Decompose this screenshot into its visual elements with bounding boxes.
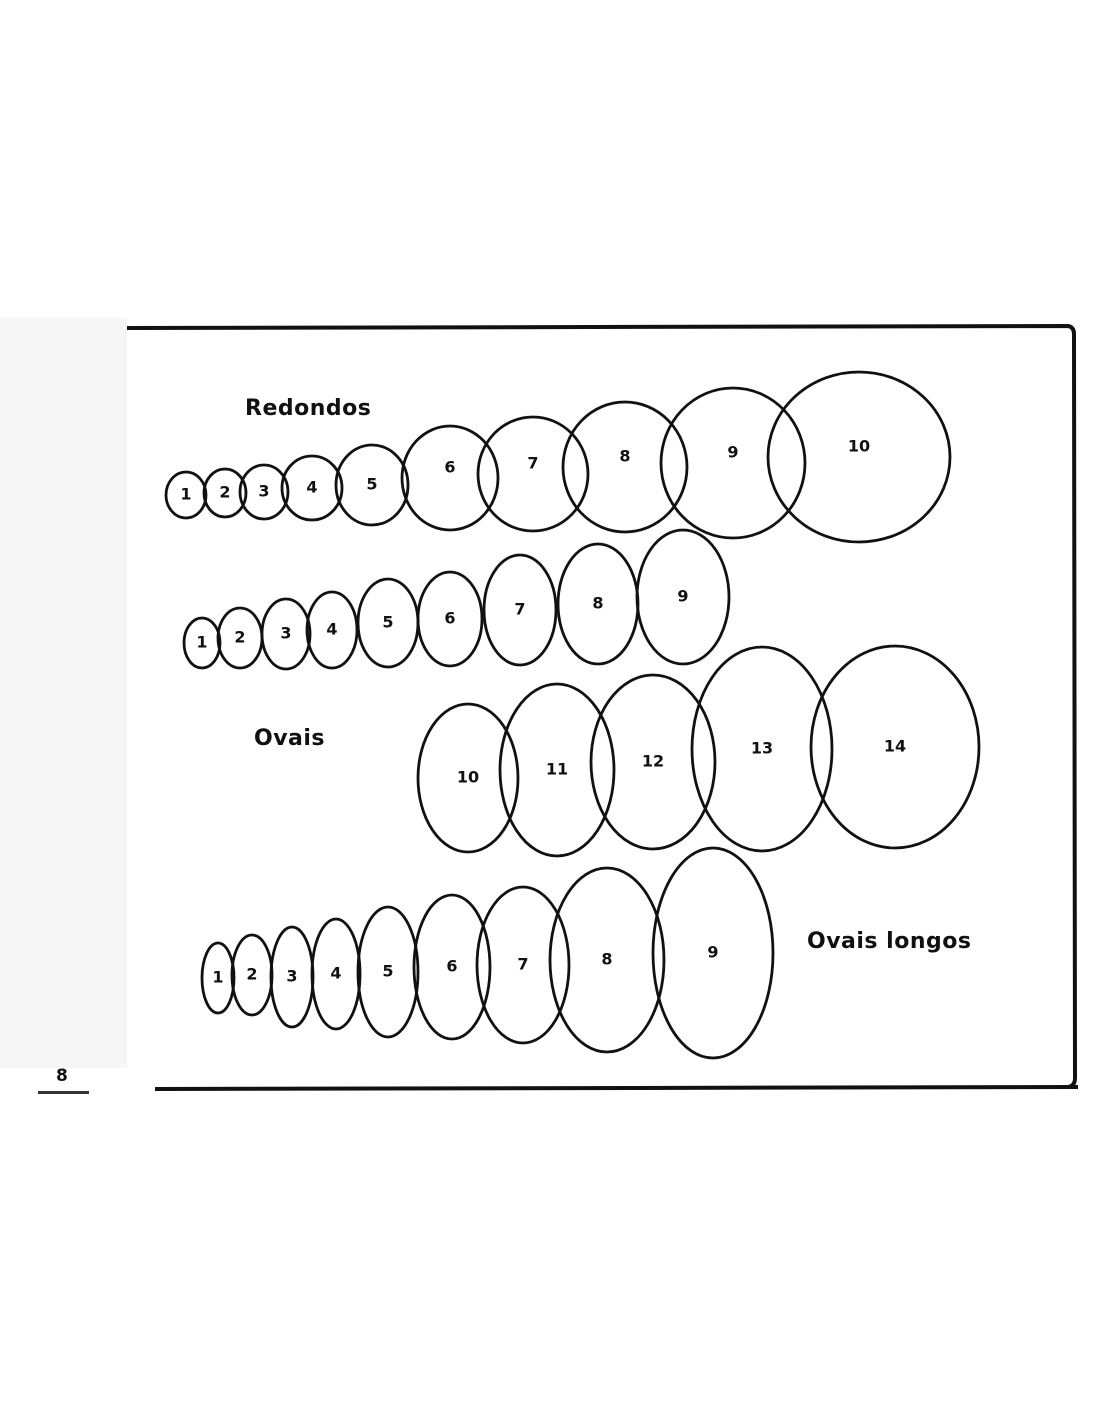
ovais-row-1-size-3-outline [260,597,312,671]
redondos-size-8-label: 8 [619,447,630,466]
ovais-row-1-size-4-label: 4 [326,620,337,639]
ovais-longos-size-2-label: 2 [246,965,257,984]
page-number-underline [38,1091,89,1094]
page-number: 8 [56,1066,68,1086]
ovais-row-1-size-9-label: 9 [677,587,688,606]
ovais-row-1-size-6-outline [416,570,484,668]
ovais-longos-size-5-outline [356,905,420,1039]
group-ovais-row-1: 1 2 3 4 5 6 7 8 9 [182,528,731,671]
ovais-row-1-size-1-outline [182,616,222,670]
ovais-row-2-size-13-outline [690,645,834,853]
group-redondos: 1 2 3 4 5 6 7 8 9 10 [164,370,952,544]
ovais-row-2-size-10-outline [416,702,520,854]
redondos-size-5-outline [334,443,410,527]
redondos-size-8-outline [561,400,689,534]
ovais-row-1-size-3-label: 3 [280,624,291,643]
ovais-row-1-size-5-label: 5 [382,613,393,632]
redondos-size-3-outline [238,463,290,521]
redondos-size-4-label: 4 [306,478,317,497]
ovais-row-2-size-14-outline [809,644,981,850]
ovais-row-1-size-8-label: 8 [592,594,603,613]
ovais-row-1-size-7-outline [482,553,558,667]
ovais-longos-size-4-label: 4 [330,964,341,983]
redondos-size-7-label: 7 [527,454,538,473]
label-ovais-longos: Ovais longos [807,929,971,954]
ovais-longos-size-9-outline [651,846,775,1060]
ovais-row-1-size-1-label: 1 [196,633,207,652]
ovais-row-1-size-7-label: 7 [514,600,525,619]
ovais-longos-size-7-outline [475,885,571,1045]
ovais-longos-size-1-label: 1 [212,968,223,987]
redondos-size-3-label: 3 [258,482,269,501]
redondos-size-4-outline [280,454,344,522]
ovais-longos-size-4-outline [310,917,362,1031]
redondos-size-5-label: 5 [366,475,377,494]
group-ovais-row-2: 10 11 12 13 14 [416,644,981,858]
label-redondos: Redondos [245,396,371,421]
ovais-longos-size-6-outline [412,893,492,1041]
ovais-row-2-size-13-label: 13 [751,739,773,758]
ovais-row-2-size-14-label: 14 [884,737,906,756]
redondos-size-9-outline [659,386,807,540]
redondos-size-2-outline [202,467,248,519]
redondos-size-9-label: 9 [727,443,738,462]
ovais-row-2-size-11-outline [498,682,616,858]
ovais-longos-size-1-outline [200,941,236,1015]
redondos-size-10-label: 10 [848,437,870,456]
group-ovais-longos: 1 2 3 4 5 6 7 8 9 [200,846,775,1060]
ovais-row-2-size-12-outline [589,673,717,851]
frame [126,323,1079,1091]
ovais-longos-size-6-label: 6 [446,957,457,976]
ovais-longos-size-8-outline [548,866,666,1054]
ovais-longos-size-3-label: 3 [286,967,297,986]
ovais-row-2-size-12-label: 12 [642,752,664,771]
ovais-row-1-size-2-label: 2 [234,628,245,647]
redondos-size-7-outline [476,415,590,533]
redondos-size-6-label: 6 [444,458,455,477]
label-ovais: Ovais [254,726,325,751]
ovais-row-2-size-11-label: 11 [546,760,568,779]
scan-margin [0,318,127,1068]
redondos-size-1-outline [164,470,208,520]
ovais-row-1-size-6-label: 6 [444,609,455,628]
redondos-size-10-outline [766,370,952,544]
ovais-row-1-size-9-outline [635,528,731,666]
ovais-longos-size-5-label: 5 [382,962,393,981]
redondos-size-1-label: 1 [180,485,191,504]
ovais-longos-size-7-label: 7 [517,955,528,974]
ovais-longos-size-9-label: 9 [707,943,718,962]
redondos-size-6-outline [400,424,500,532]
redondos-size-2-label: 2 [219,483,230,502]
ovais-longos-size-8-label: 8 [601,950,612,969]
ovais-row-2-size-10-label: 10 [457,768,479,787]
